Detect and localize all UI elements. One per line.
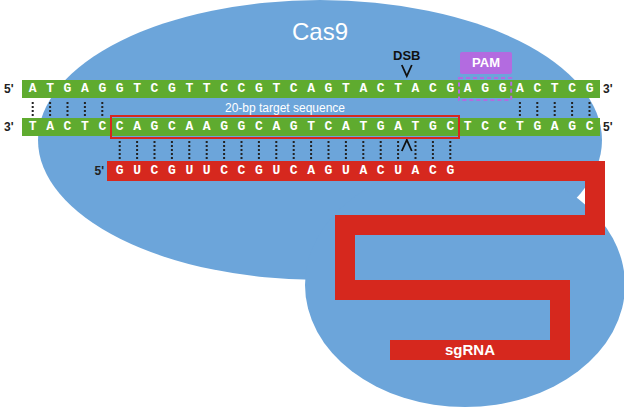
sgrna-strand-outline [96, 158, 610, 368]
rna-sequence: GUCGUUCCGUCAGUACUACG [116, 162, 464, 180]
base-pair-bond [397, 141, 399, 159]
dna-sequence: ATGAGGTCGTTCCGTCAGTACTACGAGGACTCG [29, 80, 603, 98]
cut-mark-top [402, 65, 412, 76]
base-pair-bond [571, 102, 573, 116]
base-pair-bond [119, 141, 121, 159]
base-pair-bond [310, 141, 312, 159]
base-pair-bond [49, 102, 51, 116]
sgrna-label: sgRNA [445, 341, 495, 359]
base-pair-bond [67, 102, 69, 116]
base-pair-bond [188, 141, 190, 159]
base-pair-bond [536, 102, 538, 116]
strand-end: 5' [4, 82, 14, 96]
sgrna-strand: GUCGUUCCGUCAGUACUACG sgRNA [96, 158, 610, 368]
base-pair-bond [275, 141, 277, 159]
base-pair-bond [171, 141, 173, 159]
strand-end: 3' [4, 120, 14, 134]
cut-mark-bottom [402, 140, 412, 151]
dna-top-strand: ATGAGGTCGTTCCGTCAGTACTACGAGGACTCG [20, 76, 604, 102]
base-pair-bond [415, 141, 417, 159]
base-pair-bond [589, 102, 591, 116]
dna-bottom-strand: TACTCCAGCAAGGCAGTCATGATGCTCCTGAGC [20, 114, 604, 140]
base-pair-bond [258, 141, 260, 159]
base-pair-bond [293, 141, 295, 159]
target-label: 20-bp target sequence [225, 101, 345, 115]
base-pair-bond [519, 102, 521, 116]
base-pair-bond [84, 102, 86, 116]
base-pair-bond [554, 102, 556, 116]
strand-end: 3' [603, 82, 613, 96]
base-pair-bond [101, 102, 103, 116]
base-pair-bond [154, 141, 156, 159]
sgrna-hairpin [107, 171, 595, 350]
dna-sequence: TACTCCAGCAAGGCAGTCATGATGCTCCTGAGC [29, 118, 603, 136]
protein-name: Cas9 [292, 18, 348, 47]
base-pair-bond [362, 141, 364, 159]
pam-box: PAM [460, 52, 512, 74]
base-pair-bond [380, 141, 382, 159]
pam-label: PAM [472, 55, 500, 71]
strand-end: 5' [603, 120, 613, 134]
base-pair-bond [206, 141, 208, 159]
strand-end: 5' [94, 164, 104, 178]
base-pair-bond [432, 141, 434, 159]
base-pair-bond [32, 102, 34, 116]
base-pair-bond [345, 141, 347, 159]
base-pair-bond [223, 141, 225, 159]
base-pair-bond [328, 141, 330, 159]
base-pair-bond [136, 141, 138, 159]
base-pair-bond [449, 141, 451, 159]
dsb-label: DSB [393, 48, 420, 64]
base-pair-bond [241, 141, 243, 159]
